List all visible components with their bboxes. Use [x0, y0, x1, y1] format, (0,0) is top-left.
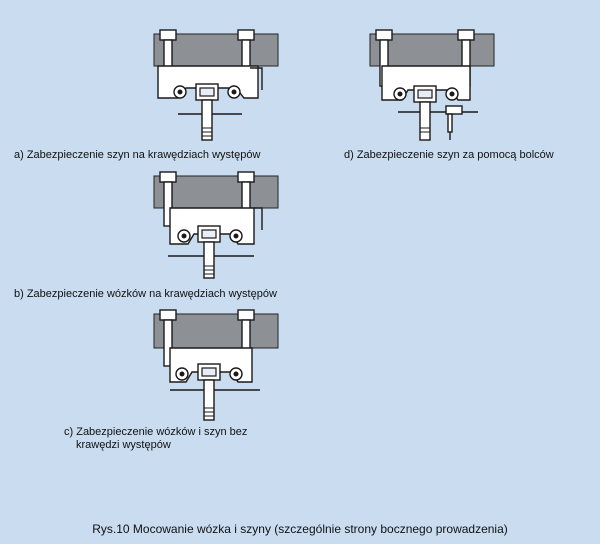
caption-c-line2: krawędzi występów: [76, 439, 171, 451]
figure-title: Rys.10 Mocowanie wózka i szyny (szczegól…: [92, 522, 508, 536]
caption-c-line1: c) Zabezpieczenie wózków i szyn bez: [64, 426, 248, 438]
diagram-c: [153, 309, 279, 421]
diagram-d: [369, 29, 495, 141]
caption-a: a) Zabezpieczenie szyn na krawędziach wy…: [14, 149, 261, 161]
caption-b: b) Zabezpieczenie wózków na krawędziach …: [14, 288, 277, 300]
caption-d: d) Zabezpieczenie szyn za pomocą bolców: [344, 149, 554, 161]
diagram-b: [153, 171, 279, 279]
diagram-a: [153, 29, 279, 141]
